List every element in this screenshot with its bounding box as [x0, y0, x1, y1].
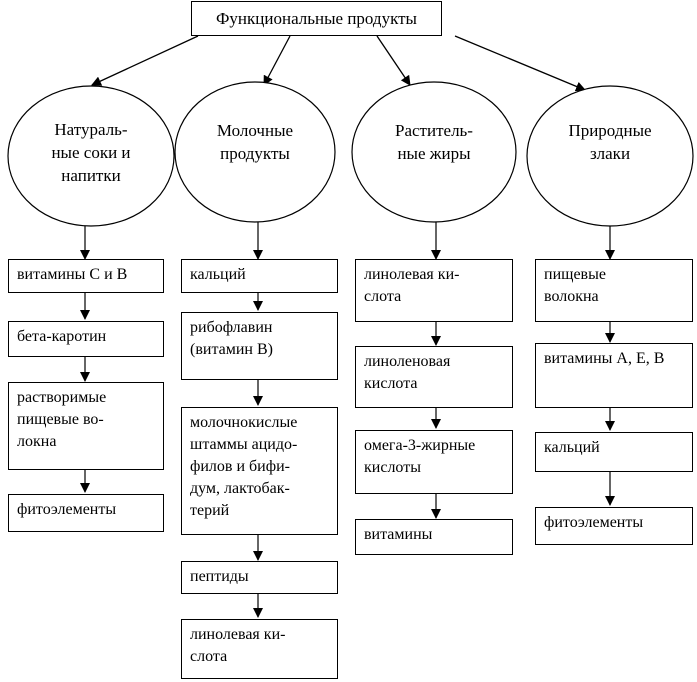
- fats-item-4: витамины: [355, 519, 513, 555]
- juices-item-3: растворимые пищевые во- локна: [8, 382, 164, 470]
- juices-item-2: бета-каротин: [8, 321, 164, 357]
- circle-label-dairy: Молочные продукты: [216, 121, 294, 163]
- circle-label-fats: Раститель- ные жиры: [395, 121, 473, 163]
- grains-item-2: витамины А, Е, В: [535, 343, 693, 408]
- fats-item-3: омега-3-жирные кислоты: [355, 430, 513, 494]
- circle-juices: [7, 85, 175, 227]
- arrow-root-to-grains: [454, 35, 586, 92]
- arrow-root-to-dairy: [263, 35, 291, 86]
- dairy-item-5: линолевая ки- слота: [181, 619, 338, 679]
- dairy-item-2: рибофлавин (витамин В): [181, 312, 338, 380]
- dairy-item-3: молочнокислые штаммы ацидо- филов и бифи…: [181, 407, 338, 535]
- circle-label-grains: Природные злаки: [568, 121, 652, 163]
- arrow-root-to-juices: [91, 35, 199, 86]
- arrow-root-to-fats: [376, 35, 411, 86]
- fats-item-2: линоленовая кислота: [355, 346, 513, 408]
- grains-item-4: фитоэлементы: [535, 507, 693, 545]
- root-box: Функциональные продукты: [191, 1, 442, 36]
- grains-item-1: пищевые волокна: [535, 259, 693, 322]
- circle-fats: [351, 81, 517, 223]
- dairy-item-4: пептиды: [181, 561, 338, 594]
- circle-label-juices: Натураль- ные соки и напитки: [51, 120, 131, 185]
- juices-item-4: фитоэлементы: [8, 494, 164, 532]
- circle-dairy: [174, 81, 336, 223]
- grains-item-3: кальций: [535, 432, 693, 472]
- fats-item-1: линолевая ки- слота: [355, 259, 513, 322]
- juices-item-1: витамины С и В: [8, 259, 164, 293]
- dairy-item-1: кальций: [181, 259, 338, 293]
